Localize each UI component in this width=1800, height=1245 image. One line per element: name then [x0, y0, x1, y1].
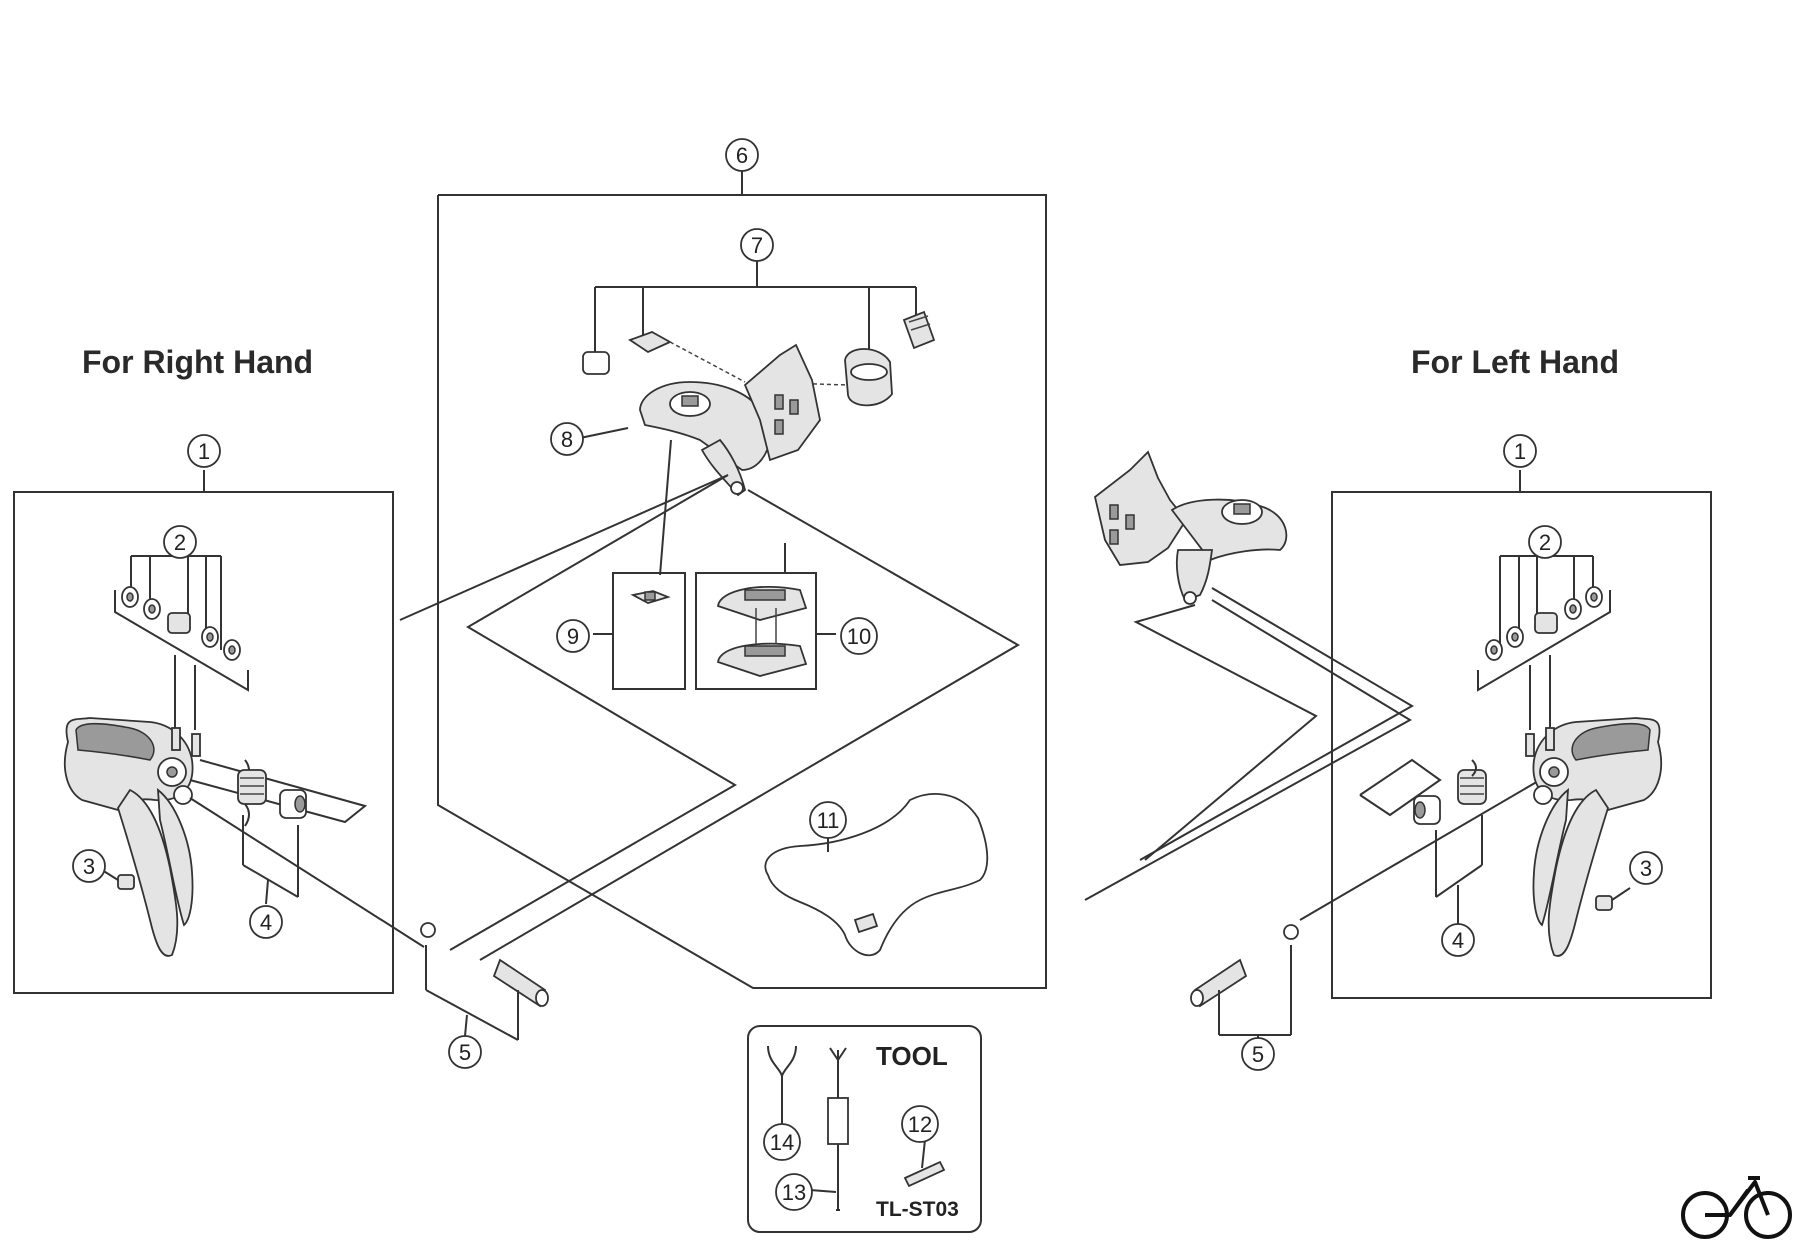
callout-4-right: 4: [249, 905, 283, 939]
callout-2-left: 2: [1528, 525, 1562, 559]
callout-9: 9: [556, 619, 590, 653]
left-hand-group: [1084, 450, 1712, 999]
tool-code: TL-ST03: [876, 1198, 959, 1221]
svg-text:5: 5: [459, 1040, 471, 1065]
main-bracket: [579, 343, 821, 497]
callout-1-left: 1: [1503, 434, 1537, 468]
callout-5-left: 5: [1241, 1037, 1275, 1071]
right-pin-group: [420, 922, 549, 1041]
tool-pin: [903, 1160, 946, 1188]
right-hand-group: [13, 470, 425, 994]
clamp-bolt: [902, 310, 936, 350]
left-bracket: [1093, 450, 1288, 605]
bicycle-icon: [1681, 1176, 1792, 1239]
svg-text:3: 3: [1640, 856, 1652, 881]
svg-text:10: 10: [847, 624, 871, 649]
left-frame-c: [1084, 599, 1412, 901]
left-shift-lever: [1525, 717, 1662, 957]
left-small-screw: [1595, 887, 1631, 911]
fork-tool: [767, 1045, 797, 1110]
clamp-parts-bracket: [582, 260, 936, 407]
callout-3-right: 3: [72, 849, 106, 883]
right-hand-title: For Right Hand: [82, 344, 313, 380]
svg-text:11: 11: [817, 808, 840, 833]
center-frame-left: [449, 474, 737, 951]
right-washer-stack: [121, 586, 241, 661]
right-spring-bushing: [237, 759, 307, 905]
callout-1-right: 1: [187, 434, 221, 468]
callout-14: 14: [763, 1123, 801, 1161]
right-shift-lever: [64, 717, 425, 957]
svg-text:4: 4: [260, 910, 272, 935]
part-10-box: [695, 543, 836, 690]
callout-10: 10: [840, 617, 878, 655]
center-group-box: [437, 194, 1047, 989]
left-group-box: [1331, 491, 1712, 999]
callout-8: 8: [550, 422, 584, 456]
svg-text:13: 13: [782, 1180, 806, 1205]
svg-text:6: 6: [736, 143, 748, 168]
callout-7: 7: [740, 228, 774, 262]
svg-text:2: 2: [1539, 530, 1551, 555]
left-frame-a: [1133, 604, 1318, 861]
callout-4-left: 4: [1441, 923, 1475, 957]
tool-box: TOOL TL-ST03: [747, 1025, 982, 1233]
left-pin-group: [1190, 924, 1299, 1040]
part-9-box: [593, 572, 686, 690]
callout-3-left: 3: [1629, 851, 1663, 885]
svg-text:4: 4: [1452, 928, 1464, 953]
tool-title: TOOL: [876, 1041, 948, 1071]
svg-text:12: 12: [908, 1112, 932, 1137]
svg-text:5: 5: [1252, 1042, 1264, 1067]
center-group: [399, 170, 1047, 989]
callout-2-right: 2: [163, 525, 197, 559]
center-frame-right: [479, 489, 1020, 961]
callout-6: 6: [725, 138, 759, 172]
svg-text:1: 1: [198, 439, 210, 464]
clamp-nut: [582, 351, 610, 375]
rubber-hood: [764, 793, 989, 957]
svg-text:14: 14: [770, 1130, 794, 1155]
svg-text:3: 3: [83, 854, 95, 879]
left-washer-stack: [1485, 586, 1603, 661]
left-e-ring: [1283, 924, 1299, 940]
left-hand-title: For Left Hand: [1411, 344, 1619, 380]
callout-13: 13: [775, 1173, 813, 1211]
pin-tool: [827, 1047, 849, 1211]
callout-11: 11: [809, 801, 847, 839]
right-e-ring: [420, 922, 436, 938]
right-small-screw: [101, 869, 135, 890]
left-spring-bushing: [1359, 758, 1487, 924]
svg-text:1: 1: [1514, 439, 1526, 464]
svg-text:9: 9: [567, 624, 579, 649]
callout-12: 12: [901, 1105, 939, 1143]
svg-text:7: 7: [751, 233, 763, 258]
svg-text:2: 2: [174, 530, 186, 555]
svg-text:8: 8: [561, 427, 573, 452]
left-frame-b: [1139, 587, 1414, 861]
clamp-washer: [628, 331, 672, 354]
callout-5-right: 5: [448, 1035, 482, 1069]
callouts: 1 2 3 4 5 6 7 8 9 10 11 1 2 3 4 5 12 13 …: [72, 138, 1663, 1211]
